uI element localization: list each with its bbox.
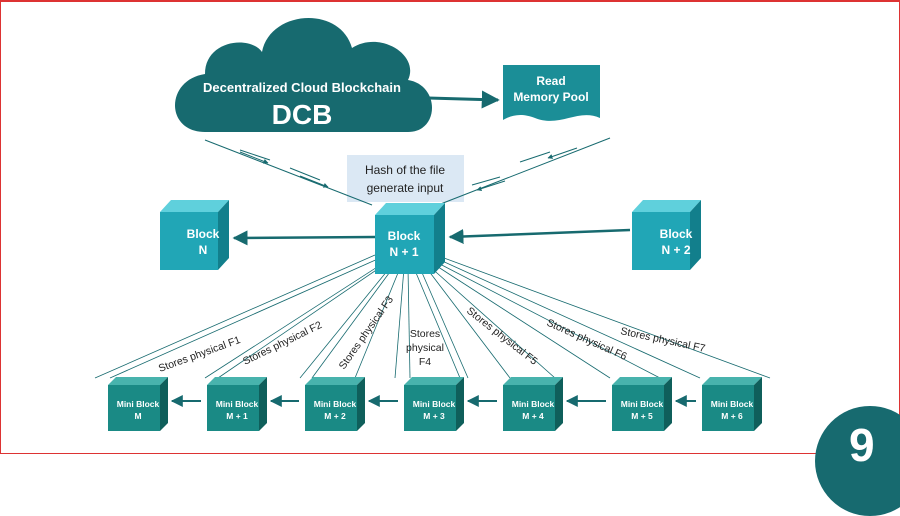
mini-block-6: Mini Block M + 6	[702, 377, 762, 431]
cloud-title: Decentralized Cloud Blockchain	[203, 80, 401, 95]
mini-block-label-line2: M + 3	[423, 411, 445, 421]
mini-block-4: Mini Block M + 4	[503, 377, 563, 431]
memory-pool-line2: Memory Pool	[513, 90, 588, 104]
mini-block-front-face	[207, 385, 259, 431]
mini-block-label-line2: M + 4	[522, 411, 544, 421]
mini-block-label-line1: Mini Block	[711, 399, 754, 409]
corner-badge-number: 9	[849, 419, 875, 471]
store-label-f4-line2: physical	[406, 342, 444, 354]
mini-block-label-line1: Mini Block	[216, 399, 259, 409]
block-n1-cube	[375, 203, 445, 274]
hash-box	[347, 155, 464, 202]
mini-block-front-face	[503, 385, 555, 431]
mini-block-front-face	[305, 385, 357, 431]
frame-top	[0, 0, 900, 2]
mini-block-top-face	[612, 377, 672, 385]
mini-block-label-line1: Mini Block	[413, 399, 456, 409]
mini-block-label-line2: M	[134, 411, 141, 421]
hash-box-line1: Hash of the file	[365, 163, 445, 177]
mini-block-side-face	[456, 377, 464, 431]
mini-block-side-face	[160, 377, 168, 431]
mini-block-side-face	[664, 377, 672, 431]
mini-block-front-face	[612, 385, 664, 431]
mini-block-1: Mini Block M + 1	[207, 377, 267, 431]
hash-box-line2: generate input	[367, 181, 444, 195]
mini-block-top-face	[207, 377, 267, 385]
fan-lines	[94, 254, 771, 379]
block-n2-line2: N + 2	[661, 243, 690, 257]
mini-block-top-face	[404, 377, 464, 385]
store-label-f2: Stores physical F2	[241, 319, 324, 368]
mini-block-label-line1: Mini Block	[621, 399, 664, 409]
mini-block-2: Mini Block M + 2	[305, 377, 365, 431]
mini-block-front-face	[404, 385, 456, 431]
store-label-f1: Stores physical F1	[157, 334, 242, 375]
cloud-acronym: DCB	[272, 99, 333, 130]
frame-left	[0, 0, 1, 454]
block-n1-line1: Block	[388, 229, 421, 243]
mini-block-label-line2: M + 5	[631, 411, 653, 421]
mini-block-top-face	[702, 377, 762, 385]
mini-block-side-face	[555, 377, 563, 431]
mini-block-label-line2: M + 2	[324, 411, 346, 421]
mini-block-side-face	[357, 377, 365, 431]
block-n2-cube	[632, 200, 701, 270]
mini-block-3: Mini Block M + 3	[404, 377, 464, 431]
mini-block-label-line1: Mini Block	[314, 399, 357, 409]
store-label-f5: Stores physical F5	[464, 305, 540, 368]
mini-block-side-face	[754, 377, 762, 431]
mini-block-label-line1: Mini Block	[512, 399, 555, 409]
cloud-shape	[175, 18, 432, 132]
cloud-to-pool-arrow	[427, 90, 500, 109]
block-n2-line1: Block	[660, 227, 693, 241]
block-n2-to-n1-arrow	[448, 228, 631, 244]
store-label-f7: Stores physical F7	[619, 325, 706, 355]
memory-pool-shape	[503, 65, 600, 121]
mini-block-top-face	[108, 377, 168, 385]
block-n1-to-n-arrow	[232, 230, 376, 246]
store-label-f4-line3: F4	[419, 356, 431, 368]
mini-block-front-face	[108, 385, 160, 431]
mini-block-side-face	[259, 377, 267, 431]
input-arrowheads	[239, 147, 578, 192]
mini-block-front-face	[702, 385, 754, 431]
memory-pool-line1: Read	[536, 74, 565, 88]
mini-block-label-line2: M + 6	[721, 411, 743, 421]
mini-block-top-face	[503, 377, 563, 385]
mini-block-5: Mini Block M + 5	[612, 377, 672, 431]
block-n-cube	[160, 200, 229, 270]
mini-block-label-line2: M + 1	[226, 411, 248, 421]
block-n-line2: N	[199, 243, 208, 257]
block-n1-line2: N + 1	[389, 245, 418, 259]
diagram-svg: Decentralized Cloud Blockchain DCB Read …	[94, 18, 771, 431]
store-label-f4-line1: Stores	[410, 328, 440, 340]
mini-block-top-face	[305, 377, 365, 385]
input-lines	[204, 137, 611, 206]
mini-block-label-line1: Mini Block	[117, 399, 160, 409]
block-n-line1: Block	[187, 227, 220, 241]
